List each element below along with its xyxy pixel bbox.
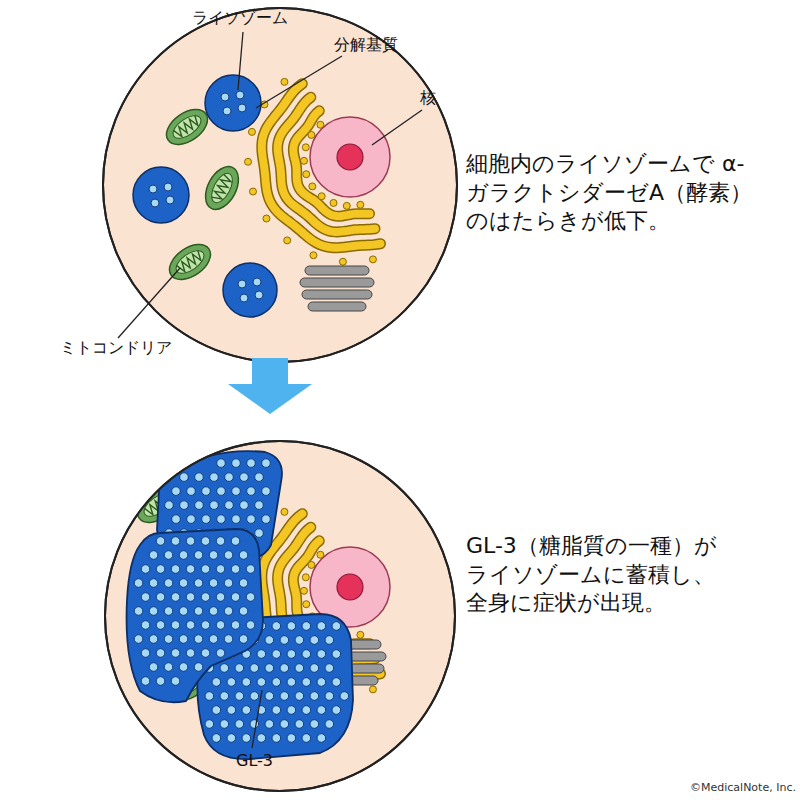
substrate-dot [238, 280, 246, 288]
leader-line [256, 56, 342, 108]
gl3-dots [205, 622, 349, 743]
part-label: 核 [420, 88, 436, 109]
ribosome [248, 128, 255, 135]
part-label: GL-3 [236, 751, 273, 772]
golgi-stack [300, 278, 374, 287]
ribosome [303, 601, 310, 608]
ribosome [339, 258, 346, 265]
golgi-stack [302, 290, 372, 299]
ribosome [249, 188, 256, 195]
ribosome [281, 508, 288, 515]
ribosome [301, 157, 308, 164]
substrate-dot [221, 93, 229, 101]
leader-line [238, 32, 243, 90]
part-label: ミトコンドリア [60, 338, 172, 359]
ribosome [308, 561, 315, 568]
substrate-dot [236, 91, 244, 99]
ribosome [369, 686, 376, 693]
ribosome [318, 193, 325, 200]
lysosome [205, 75, 261, 131]
lysosome [133, 167, 189, 223]
swollen-lysosome [157, 451, 282, 559]
mitochondrion [163, 237, 217, 286]
ribosome [330, 199, 337, 206]
cell-outline [105, 441, 455, 791]
ribosome [308, 131, 315, 138]
leader-lines [118, 32, 422, 748]
ribosome [369, 256, 376, 263]
cell-outline [105, 441, 455, 791]
golgi-stack [308, 302, 366, 311]
golgi-stack [305, 266, 369, 275]
ribosome [343, 202, 350, 209]
substrate-dot [255, 291, 263, 299]
part-label: ライソゾーム [192, 8, 288, 29]
ribosome [357, 201, 364, 208]
process-arrow [228, 358, 312, 414]
ribosome [302, 144, 309, 151]
ribosome [303, 171, 310, 178]
ribosome [245, 158, 252, 165]
gl3-dots [134, 537, 255, 686]
ribosome [310, 252, 317, 259]
ribosome [357, 631, 364, 638]
cell-outline [103, 8, 457, 362]
substrate-dot [223, 107, 231, 115]
substrate-dot [240, 294, 248, 302]
ribosome [263, 215, 270, 222]
description-text: GL-3（糖脂質の一種）が ライソゾームに蓄積し、 全身に症状が出現。 [466, 532, 720, 618]
substrate-dot [164, 183, 172, 191]
nucleus [310, 117, 390, 197]
substrate-dot [151, 199, 159, 207]
ribosome [309, 183, 316, 190]
ribosome [284, 237, 291, 244]
substrate-dot [149, 185, 157, 193]
leader-line [372, 110, 422, 145]
nucleolus [337, 574, 363, 600]
ribosome [301, 587, 308, 594]
ribosome [281, 78, 288, 85]
description-text: 細胞内のライソゾームで α-ガラクトシダーゼA（酵素） のはたらきが低下。 [466, 150, 778, 236]
cell-contents [127, 451, 390, 759]
leader-line [118, 268, 180, 338]
swollen-lysosome [127, 529, 263, 702]
part-label: 分解基質 [334, 35, 398, 56]
substrate-dot [253, 278, 261, 286]
ribosome [302, 574, 309, 581]
cell-outline [103, 8, 457, 362]
cell-contents [133, 75, 390, 317]
leader-line [252, 690, 262, 748]
mitochondrion [199, 161, 245, 215]
lysosome [223, 263, 277, 317]
nucleolus [337, 144, 363, 170]
watermark: ©MedicalNote, Inc. [690, 781, 796, 795]
substrate-dot [166, 196, 174, 204]
substrate-dot [238, 104, 246, 112]
